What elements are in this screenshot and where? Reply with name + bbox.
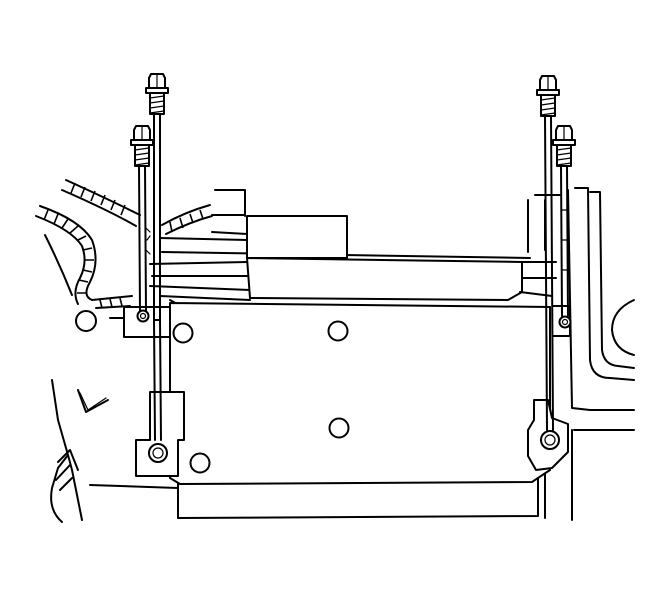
right-side-structure xyxy=(527,187,635,521)
bolt-hole-right-front xyxy=(540,430,560,450)
module-hole xyxy=(172,322,194,344)
bolt-left-front xyxy=(130,125,154,323)
module-hole xyxy=(328,417,350,439)
left-side-structure xyxy=(44,234,179,523)
wire-harness xyxy=(35,179,213,332)
module-body xyxy=(169,302,551,485)
module-hole xyxy=(189,452,211,474)
control-module xyxy=(135,302,569,519)
bolt-hole-left-rear xyxy=(136,309,150,323)
bolt-right-front xyxy=(552,125,576,329)
alignment-marks xyxy=(145,227,151,255)
connector-block xyxy=(246,215,348,259)
bracket-tray xyxy=(246,257,523,301)
mounting-bracket xyxy=(109,189,571,338)
bolt-left-rear xyxy=(145,73,169,321)
bolt-hole-right-rear xyxy=(558,315,572,329)
bolt-hole-left-front xyxy=(148,443,168,463)
connector-ball xyxy=(75,310,97,332)
bolt-right-rear xyxy=(536,75,560,450)
module-hole xyxy=(327,320,349,342)
bolt-left-lower xyxy=(148,319,168,463)
